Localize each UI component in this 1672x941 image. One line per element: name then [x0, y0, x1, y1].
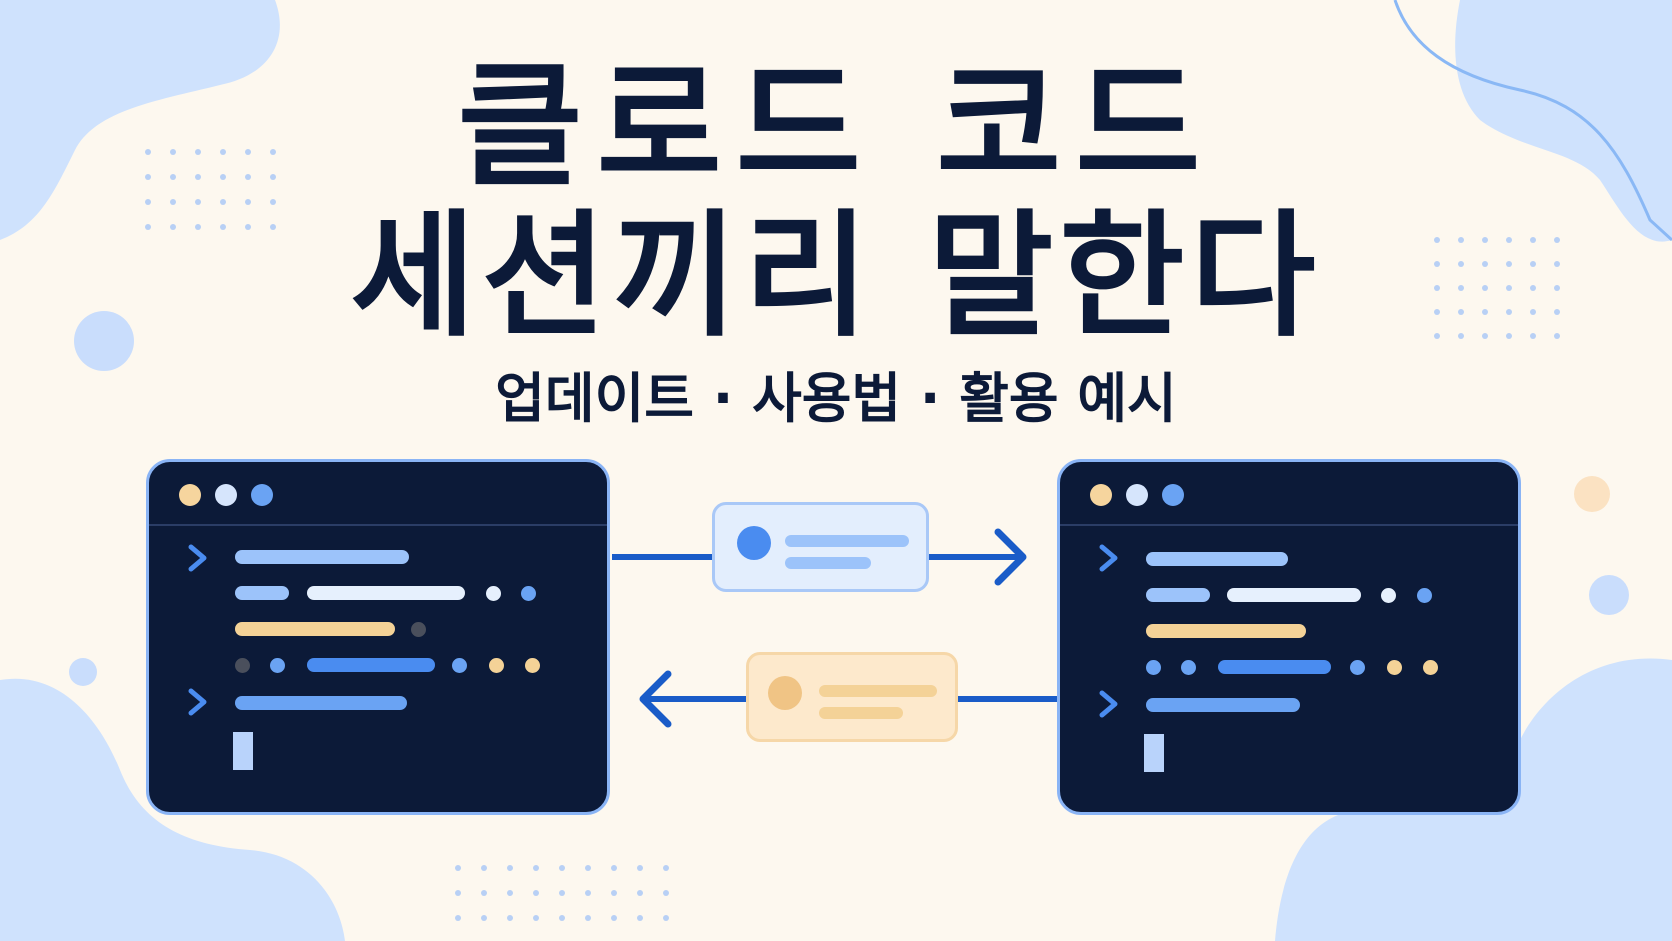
message-card-incoming-content	[768, 676, 937, 719]
code-line	[235, 550, 409, 564]
text-cursor-icon	[1144, 734, 1164, 772]
message-card-outgoing	[712, 502, 929, 592]
code-dot	[525, 658, 540, 673]
code-dot	[486, 586, 501, 601]
circle-right-amber	[1574, 476, 1610, 512]
code-dot	[452, 658, 467, 673]
code-dot	[235, 658, 250, 673]
code-line	[235, 622, 395, 636]
dot-grid-top-left	[145, 149, 276, 230]
terminal-window-left	[146, 459, 610, 815]
blob-top-right	[1455, 0, 1672, 242]
title-line-1: 클로드 코드	[457, 48, 1215, 206]
title-line-2: 세션끼리 말한다	[350, 198, 1322, 356]
circle-left-small	[69, 658, 97, 686]
window-dot-amber-icon	[179, 484, 201, 506]
window-dot-blue-icon	[251, 484, 273, 506]
code-line	[1218, 660, 1331, 674]
terminal-body	[149, 526, 607, 812]
arrow-left-icon	[639, 670, 1057, 728]
code-dot	[489, 658, 504, 673]
circle-right-blue	[1589, 575, 1629, 615]
blob-bottom-left	[0, 678, 345, 941]
text-cursor-icon	[233, 732, 253, 770]
line-top-right	[1393, 0, 1672, 242]
code-line	[1146, 552, 1288, 566]
message-card-outgoing-content	[737, 526, 909, 569]
window-dot-pale-icon	[1126, 484, 1148, 506]
terminal-title-bar	[149, 462, 607, 526]
avatar	[737, 526, 771, 560]
message-line	[785, 535, 909, 547]
code-dot	[1146, 660, 1161, 675]
window-dot-amber-icon	[1090, 484, 1112, 506]
code-dot	[1423, 660, 1438, 675]
message-line	[819, 707, 903, 719]
code-dot	[1387, 660, 1402, 675]
code-dot	[1417, 588, 1432, 603]
code-line	[235, 696, 407, 710]
code-dot	[1381, 588, 1396, 603]
code-line	[1227, 588, 1361, 602]
code-line	[235, 586, 289, 600]
circle-left-large	[74, 311, 134, 371]
avatar	[768, 676, 802, 710]
code-dot	[521, 586, 536, 601]
chevron-right-icon	[1099, 690, 1118, 718]
code-dot	[1181, 660, 1196, 675]
code-dot	[1350, 660, 1365, 675]
window-dot-blue-icon	[1162, 484, 1184, 506]
code-line	[307, 658, 435, 672]
message-line	[785, 557, 871, 569]
code-dot	[411, 622, 426, 637]
chevron-right-icon	[188, 688, 207, 716]
window-dot-pale-icon	[215, 484, 237, 506]
code-line	[307, 586, 465, 600]
chevron-right-icon	[188, 544, 207, 572]
arrow-right-icon	[612, 528, 1027, 586]
terminal-body	[1060, 526, 1518, 812]
chevron-right-icon	[1099, 544, 1118, 572]
terminal-window-right	[1057, 459, 1521, 815]
code-line	[1146, 624, 1306, 638]
blob-top-left	[0, 0, 280, 240]
code-line	[1146, 698, 1300, 712]
code-dot	[270, 658, 285, 673]
dot-grid-right	[1434, 237, 1560, 339]
code-line	[1146, 588, 1210, 602]
dot-grid-bottom	[455, 865, 669, 921]
terminal-title-bar	[1060, 462, 1518, 526]
subtitle: 업데이트 · 사용법 · 활용 예시	[495, 367, 1177, 430]
message-card-incoming	[746, 652, 958, 742]
message-line	[819, 685, 937, 697]
